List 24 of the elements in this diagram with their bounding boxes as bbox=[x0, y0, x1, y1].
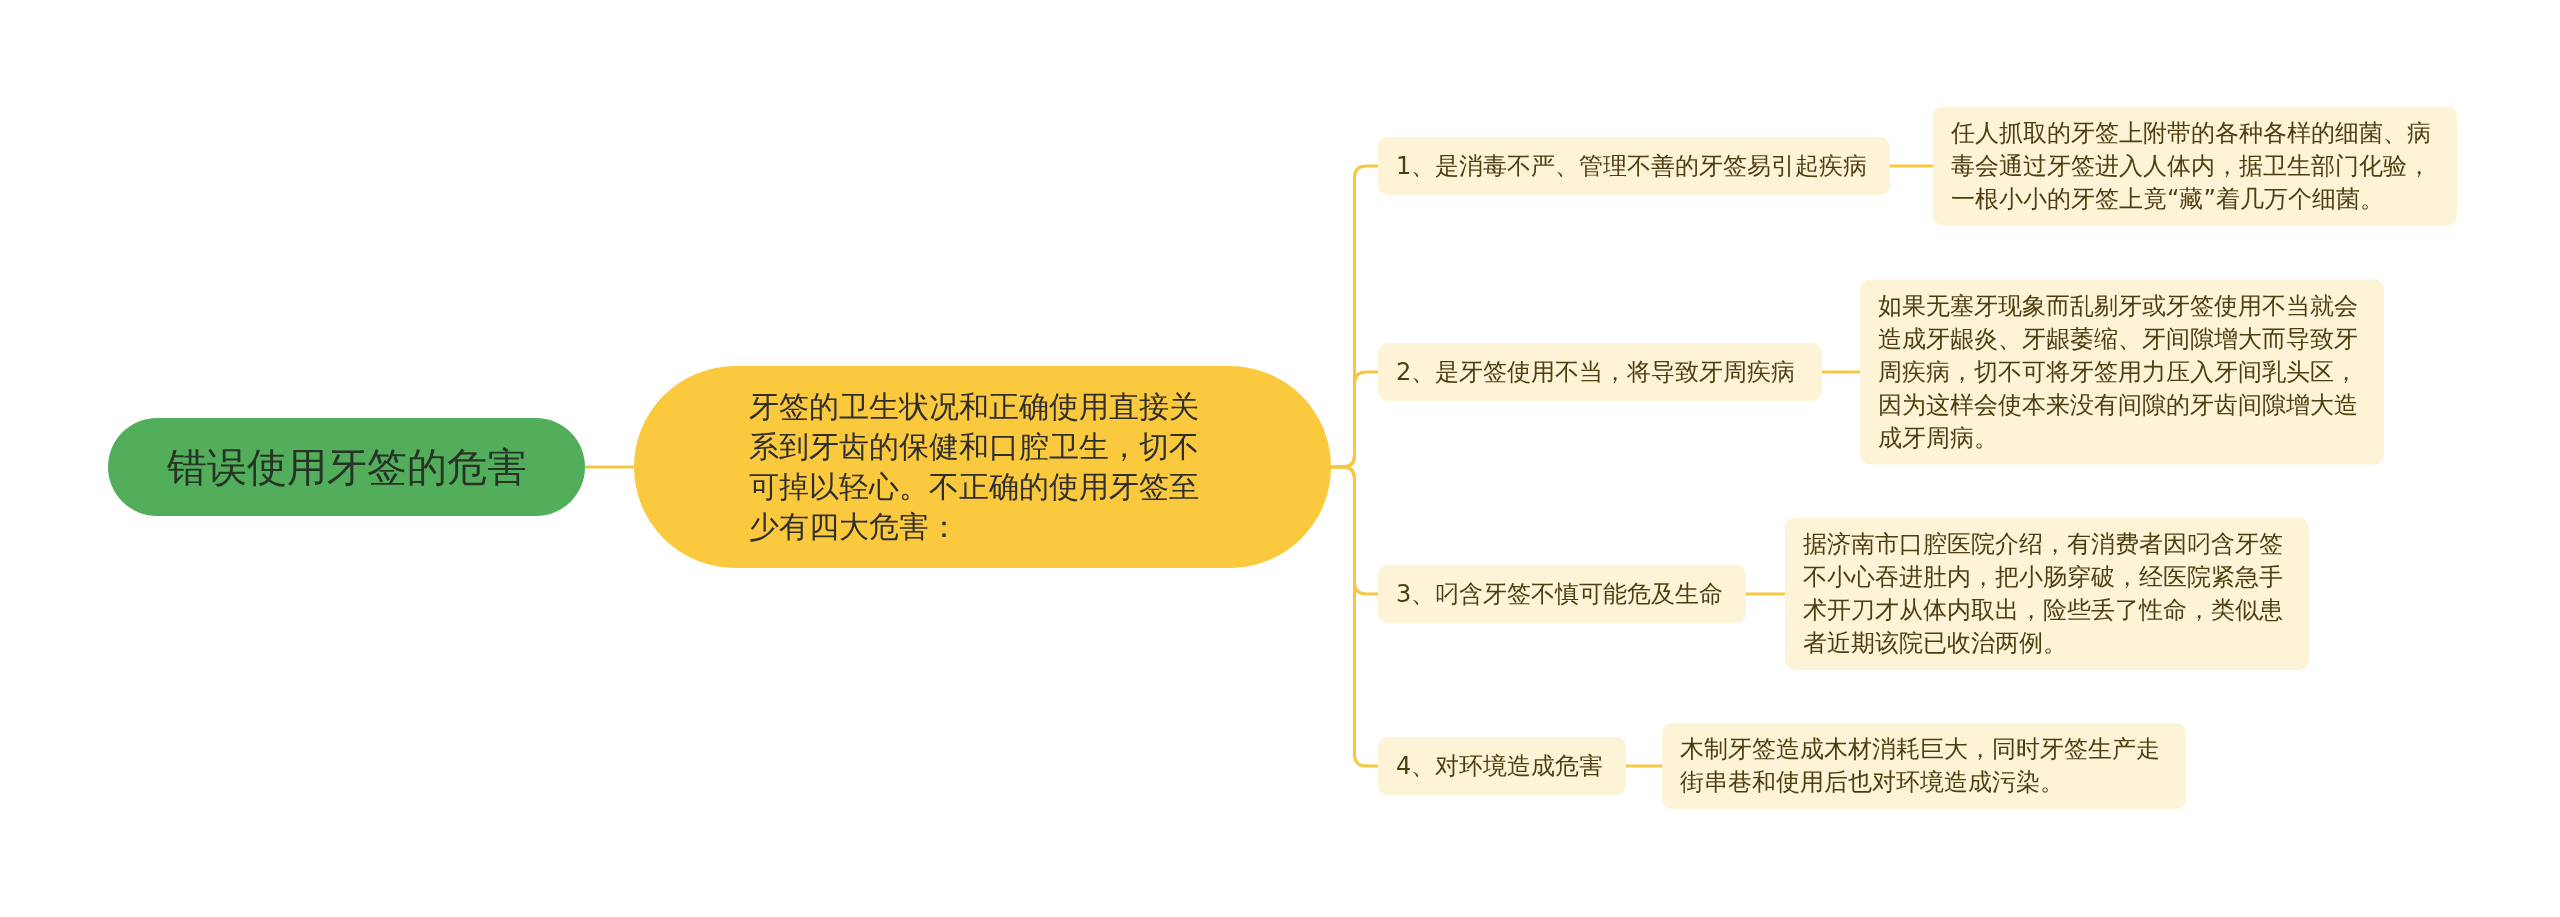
connector-line bbox=[1746, 592, 1785, 596]
detail-text: 任人抓取的牙签上附带的各种各样的细菌、病毒会通过牙签进入人体内，据卫生部门化验，一根小小的牙签上竟“藏”着几万个细菌。 bbox=[1951, 117, 2432, 215]
connector-line bbox=[1822, 370, 1860, 374]
connector-line bbox=[1626, 764, 1662, 768]
branch-box bbox=[1378, 343, 1822, 401]
branch-text: 4、对环境造成危害 bbox=[1396, 751, 1605, 782]
branch-text: 2、是牙签使用不当，将导致牙周疾病 bbox=[1396, 357, 1797, 388]
connector-line bbox=[1890, 164, 1933, 168]
branch-text: 3、叼含牙签不慎可能危及生命 bbox=[1396, 579, 1725, 610]
branch-text: 1、是消毒不严、管理不善的牙签易引起疾病 bbox=[1396, 151, 1869, 182]
detail-box bbox=[1662, 723, 2186, 809]
connector-line bbox=[585, 465, 634, 469]
summary-text: 牙签的卫生状况和正确使用直接关系到牙齿的保健和口腔卫生，切不可掉以轻心。不正确的使用牙签至少有四大危害： bbox=[749, 388, 1200, 546]
connector-line bbox=[1331, 465, 1378, 768]
detail-box bbox=[1860, 279, 2384, 465]
detail-box bbox=[1933, 106, 2457, 226]
detail-text: 如果无塞牙现象而乱剔牙或牙签使用不当就会造成牙龈炎、牙龈萎缩、牙间隙增大而导致牙周疾病，切不可将牙签用力压入牙间乳头区，因为这样会使本来没有间隙的牙齿间隙增大造成牙周病。 bbox=[1878, 290, 2359, 454]
branch-box bbox=[1378, 737, 1626, 795]
branch-box bbox=[1378, 565, 1746, 623]
branch-box bbox=[1378, 137, 1890, 195]
detail-text: 木制牙签造成木材消耗巨大，同时牙签生产走街串巷和使用后也对环境造成污染。 bbox=[1680, 734, 2161, 798]
title-text: 错误使用牙签的危害 bbox=[166, 442, 527, 492]
detail-box bbox=[1785, 518, 2309, 670]
detail-text: 据济南市口腔医院介绍，有消费者因叼含牙签不小心吞进肚内，把小肠穿破，经医院紧急手术开刀才从体内取出，险些丢了性命，类似患者近期该院已收治两例。 bbox=[1803, 529, 2284, 659]
